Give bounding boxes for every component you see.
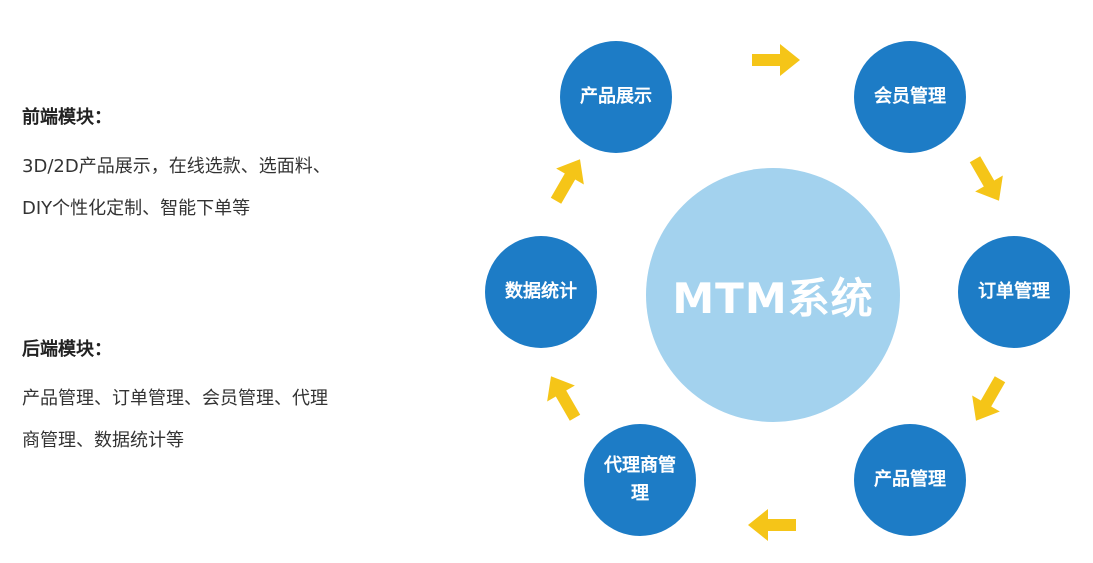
node-label: 产品管理 — [874, 469, 946, 490]
node-product-management: 产品管理 — [854, 424, 966, 536]
node-label: 会员管理 — [874, 86, 946, 107]
node-data-statistics: 数据统计 — [485, 236, 597, 348]
arrow-up-left-icon — [537, 368, 589, 426]
node-label: 数据统计 — [505, 281, 577, 302]
center-label: MTM系统 — [672, 273, 874, 323]
arrow-up-right-icon — [542, 151, 594, 209]
arrow-down-left-icon — [962, 371, 1014, 429]
node-agent-management: 代理商管理 — [584, 424, 696, 536]
back-module-line-2: 商管理、数据统计等 — [22, 430, 184, 451]
mtm-cycle-diagram: MTM系统 产品展示 会员管理 订单管理 产品管理 代理商管理 数据统计 — [470, 0, 1093, 563]
node-label: 代理商管理 — [604, 455, 676, 504]
center-hub: MTM系统 — [646, 168, 900, 422]
arrow-down-right-icon — [961, 151, 1013, 209]
arrow-right-icon — [752, 44, 800, 76]
node-member-management: 会员管理 — [854, 41, 966, 153]
back-module-line-1: 产品管理、订单管理、会员管理、代理 — [22, 388, 328, 409]
node-label: 订单管理 — [978, 281, 1050, 302]
front-module-line-2: DIY个性化定制、智能下单等 — [22, 198, 251, 219]
back-module-heading: 后端模块： — [22, 339, 112, 360]
back-module-section: 后端模块： 产品管理、订单管理、会员管理、代理 商管理、数据统计等 — [22, 336, 432, 462]
front-module-line-1: 3D/2D产品展示，在线选款、选面料、 — [22, 156, 331, 177]
arrow-left-icon — [748, 509, 796, 541]
front-module-section: 前端模块： 3D/2D产品展示，在线选款、选面料、 DIY个性化定制、智能下单等 — [22, 104, 432, 230]
node-order-management: 订单管理 — [958, 236, 1070, 348]
node-label: 产品展示 — [580, 86, 652, 107]
front-module-heading: 前端模块： — [22, 107, 112, 128]
node-product-display: 产品展示 — [560, 41, 672, 153]
